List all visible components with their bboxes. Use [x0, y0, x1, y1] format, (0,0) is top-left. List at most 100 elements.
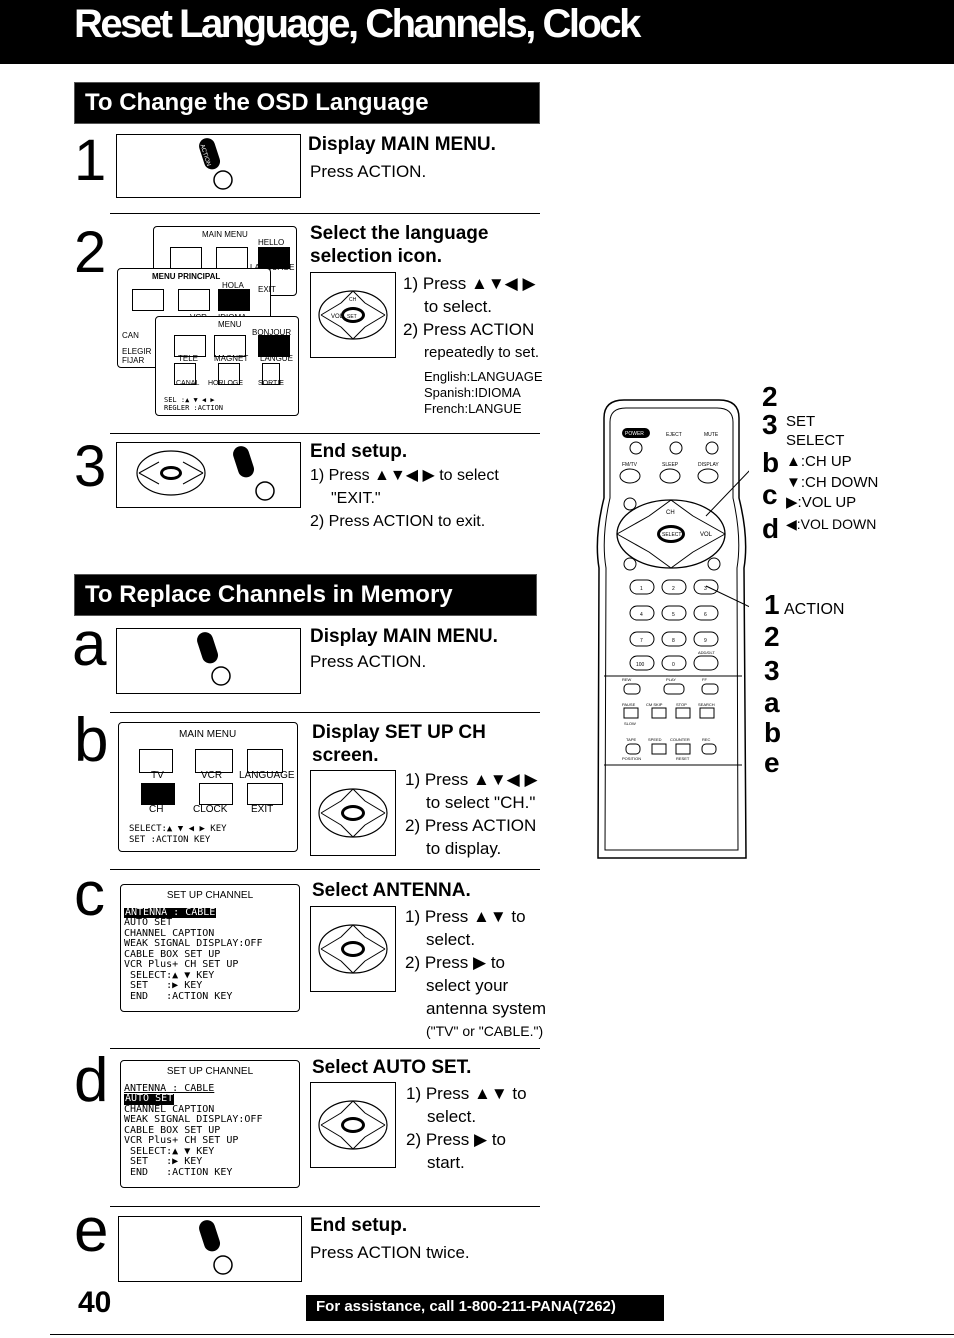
instr-2b: start.	[427, 1153, 465, 1172]
instr-2b: select your	[426, 976, 509, 995]
remote-k9: 9	[704, 638, 707, 644]
remote-position: POSITION	[622, 756, 641, 761]
screen-line-cablebox: CABLE BOX SET UP	[124, 1124, 221, 1136]
remote-control-illustration: POWER EJECT MUTE FM/TV SLEEP DISPLAY CH …	[594, 398, 753, 864]
instr-2c: antenna system	[426, 999, 547, 1018]
menu-title: MAIN MENU	[179, 729, 237, 740]
language-map: English:LANGUAGE Spanish:IDIOMA French:L…	[424, 369, 543, 417]
step-e-number: e	[74, 1196, 109, 1265]
screen-line-end: END :ACTION KEY	[124, 990, 233, 1002]
instr-1: 1) Press ▲▼◀ ▶ to select	[310, 467, 499, 484]
step-b-title-line1: Display SET UP CH	[312, 722, 486, 743]
direction-pad-illustration	[310, 1082, 396, 1168]
remote-label-3: 3	[762, 409, 778, 440]
step-a-title: Display MAIN MENU.	[310, 626, 498, 647]
menu-title: MAIN MENU	[202, 230, 248, 239]
screen-line-vcrplus: VCR Plus+ CH SET UP	[124, 959, 239, 970]
pad-vol: VOL	[331, 314, 344, 320]
menu-title: MENU	[218, 320, 242, 329]
remote-label-action: ACTION	[784, 601, 845, 618]
menu-langue: LANGUE	[260, 354, 293, 363]
menu-regler: REGLER :ACTION	[164, 404, 224, 412]
step-b-instructions: 1) Press ▲▼◀ ▶ to select "CH." 2) Press …	[405, 768, 538, 860]
remote-k4: 4	[640, 612, 643, 618]
step-a-text: Press ACTION.	[310, 652, 427, 671]
remote-reset: RESET	[676, 756, 690, 761]
menu-sortie: SORTIE	[258, 380, 284, 387]
remote-label-1: 1	[764, 589, 780, 620]
menu-exit: EXIT	[258, 285, 276, 294]
remote-label-s2: 2	[764, 621, 780, 652]
screen-line-weak: WEAK SIGNAL DISPLAY:OFF	[124, 1114, 263, 1125]
instr-2a: 2) Press ACTION	[405, 816, 537, 835]
remote-ch: CH	[666, 510, 675, 516]
instr-1a: 1) Press ▲▼ to	[405, 907, 526, 926]
instr-2a: 2) Press ▶ to	[405, 953, 505, 972]
assistance-banner: For assistance, call 1-800-211-PANA(7262…	[306, 1295, 664, 1321]
menu-language: LANGUAGE	[239, 770, 295, 781]
setup-channel-screen: SET UP CHANNEL ANTENNA : CABLE AUTO SET …	[120, 884, 300, 1012]
instr-1b: to select "CH."	[426, 793, 536, 812]
remote-speed: SPEED	[648, 737, 662, 742]
step-b-number: b	[74, 706, 109, 775]
divider	[110, 869, 540, 870]
direction-pad-icon	[318, 1100, 388, 1150]
instr-1b: select.	[427, 1107, 477, 1126]
pad-set: SET	[347, 314, 357, 320]
clock-icon	[199, 783, 233, 805]
instr-1a: 1) Press ▲▼◀ ▶	[403, 274, 536, 293]
remote-rew: REW	[622, 677, 632, 682]
step-e-title: End setup.	[310, 1215, 408, 1236]
menu-tv: TV	[151, 770, 164, 781]
divider	[110, 433, 540, 434]
step-2-title-line2: selection icon.	[310, 246, 442, 267]
remote-label-sb: b	[764, 717, 782, 748]
step-c-instructions: 1) Press ▲▼ to select. 2) Press ▶ to sel…	[405, 905, 546, 1043]
antenna-icon	[141, 783, 175, 805]
menu-can: CAN	[122, 331, 139, 340]
assistance-text: For assistance, call 1-800-211-PANA(7262…	[316, 1298, 616, 1315]
remote-slow: SLOW	[624, 721, 636, 726]
direction-pad-illustration: VOL SET CH	[310, 272, 396, 358]
menu-hello: HELLO	[258, 238, 285, 247]
action-button-icon: ACTION	[198, 138, 233, 190]
screen-line-cablebox: CABLE BOX SET UP	[124, 948, 221, 960]
setup-channel-screen: SET UP CHANNEL ANTENNA : CABLE AUTO SET …	[120, 1060, 300, 1188]
step-1-text: Press ACTION.	[310, 162, 427, 181]
menu-clock: CLOCK	[193, 804, 228, 815]
screen-line-caption: CHANNEL CAPTION	[124, 1103, 215, 1115]
step-c-number: c	[74, 860, 105, 929]
tv-icon	[139, 749, 173, 773]
section-channels-title: To Replace Channels in Memory	[85, 581, 453, 608]
instr-2d: ("TV" or "CABLE.")	[426, 1023, 544, 1039]
instr-1a: 1) Press ▲▼ to	[406, 1084, 527, 1103]
pad-action-icon	[136, 446, 275, 501]
remote-rec: REC	[702, 737, 711, 742]
vcr-icon	[216, 247, 248, 269]
step-c-title: Select ANTENNA.	[312, 880, 471, 901]
remote-k1: 1	[640, 586, 643, 592]
menu-title: MENU PRINCIPAL	[152, 272, 221, 281]
menu-horloge: HORLOGE	[208, 380, 244, 387]
remote-control-icon: POWER EJECT MUTE FM/TV SLEEP DISPLAY CH …	[596, 399, 753, 859]
menu-canal: CANAL	[176, 380, 200, 387]
map-english: English:LANGUAGE	[424, 369, 543, 384]
menu-magnet: MAGNET	[214, 354, 249, 363]
menu-sel: SEL :▲ ▼ ◀ ▶	[164, 396, 215, 404]
instr-1b: to select.	[424, 297, 493, 316]
language-icon	[258, 247, 290, 269]
menu-fijar: FIJAR	[122, 356, 145, 365]
language-icon	[258, 335, 290, 357]
language-icon	[247, 749, 283, 773]
action-button-illustration	[116, 628, 301, 694]
remote-k8: 8	[672, 638, 675, 644]
remote-label-vol-up: ▶:VOL UP	[786, 494, 857, 511]
remote-label-sa: a	[764, 687, 780, 718]
vcr-icon	[214, 335, 246, 357]
main-menu-screen: MAIN MENU TV VCR LANGUAGE CH CLOCK EXIT …	[118, 722, 298, 852]
remote-eject: EJECT	[666, 432, 682, 438]
remote-k100: 100	[636, 662, 645, 668]
direction-pad-illustration	[310, 906, 396, 992]
remote-label-d: d	[762, 513, 780, 544]
screen-title: SET UP CHANNEL	[166, 890, 254, 901]
